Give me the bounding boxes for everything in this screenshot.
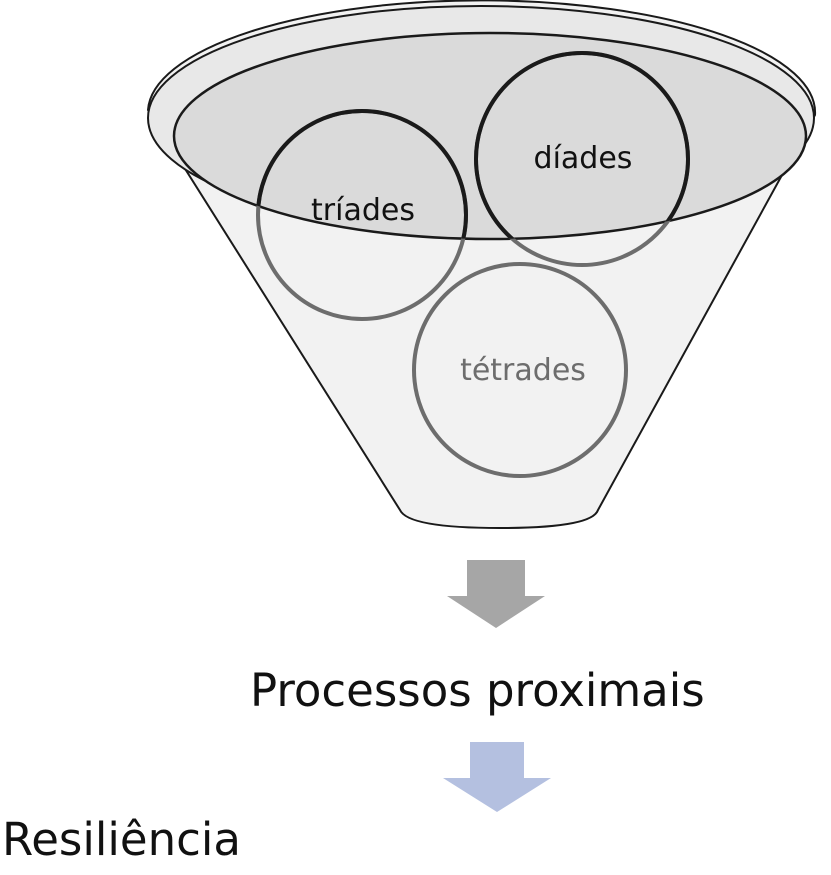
down-arrow-icon <box>447 560 545 628</box>
circle-label-tetrades: tétrades <box>460 353 586 388</box>
process-label: Processos proximais <box>250 664 705 717</box>
circle-label-diades: díades <box>534 141 633 176</box>
funnel-rim-inner <box>172 31 808 241</box>
result-label: Resiliência <box>2 813 241 866</box>
down-arrow-icon <box>443 742 551 812</box>
tetrades-circle <box>412 262 628 478</box>
circle-label-triades: tríades <box>311 193 415 228</box>
diades-circle <box>474 51 690 239</box>
